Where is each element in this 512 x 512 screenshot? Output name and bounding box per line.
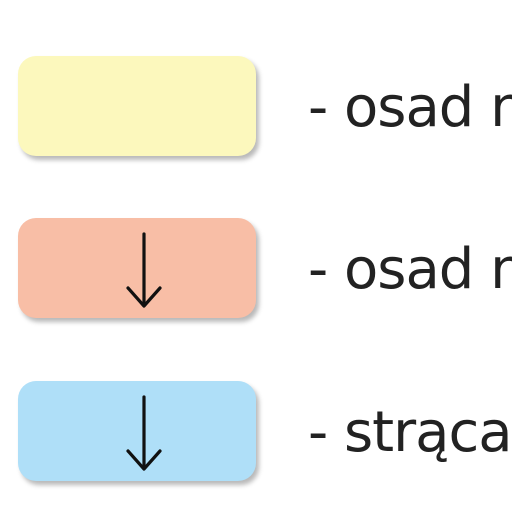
legend-label-2: - osad n xyxy=(308,237,512,302)
legend-swatch-salmon xyxy=(18,218,256,318)
legend-label-1: - osad n xyxy=(308,75,512,140)
legend-label-3: - strąca xyxy=(308,400,512,465)
arrow-down-icon xyxy=(126,395,162,471)
legend-swatch-blue xyxy=(18,381,256,481)
arrow-down-icon xyxy=(126,232,162,308)
legend-swatch-yellow xyxy=(18,56,256,156)
legend-item-3: - strąca xyxy=(0,373,512,483)
legend-item-2: - osad n xyxy=(0,210,512,320)
legend-item-1: - osad n xyxy=(0,48,512,158)
